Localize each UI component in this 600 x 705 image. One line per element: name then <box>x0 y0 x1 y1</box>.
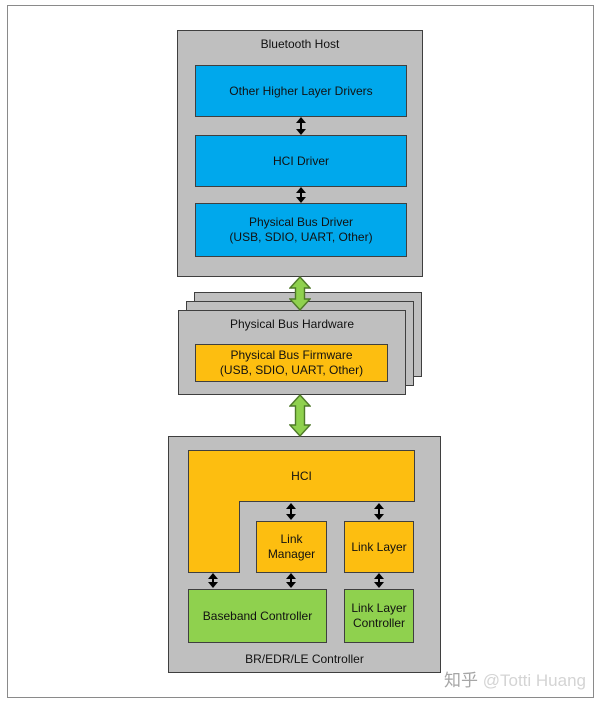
double-arrow-icon <box>374 503 384 520</box>
other-higher-layer-drivers-label: Other Higher Layer Drivers <box>229 83 373 98</box>
link-layer-controller-label: Link Layer Controller <box>351 601 407 630</box>
double-arrow-icon <box>286 573 296 588</box>
green-double-arrow-icon <box>289 394 311 437</box>
other-higher-layer-drivers-box: Other Higher Layer Drivers <box>195 65 407 117</box>
double-arrow-icon <box>296 187 306 203</box>
link-manager-label: Link Manager <box>267 532 316 561</box>
br-edr-le-controller-title: BR/EDR/LE Controller <box>245 652 364 666</box>
hci-driver-label: HCI Driver <box>273 153 329 168</box>
hci-label: HCI <box>291 469 312 483</box>
double-arrow-icon <box>286 503 296 520</box>
link-layer-controller-box: Link Layer Controller <box>344 589 414 643</box>
double-arrow-icon <box>208 573 218 588</box>
double-arrow-icon <box>296 117 306 135</box>
physical-bus-firmware-box: Physical Bus Firmware (USB, SDIO, UART, … <box>195 344 388 382</box>
link-manager-box: Link Manager <box>256 521 327 573</box>
watermark-handle: @Totti Huang <box>482 671 586 690</box>
watermark: 知乎 @Totti Huang <box>444 666 586 691</box>
bluetooth-host-title: Bluetooth Host <box>260 37 340 51</box>
link-layer-box: Link Layer <box>344 521 414 573</box>
double-arrow-icon <box>374 573 384 588</box>
physical-bus-hardware-title: Physical Bus Hardware <box>229 317 355 331</box>
hci-driver-box: HCI Driver <box>195 135 407 187</box>
physical-bus-firmware-label: Physical Bus Firmware (USB, SDIO, UART, … <box>219 348 364 377</box>
hci-block <box>188 450 415 573</box>
physical-bus-driver-label: Physical Bus Driver (USB, SDIO, UART, Ot… <box>229 215 373 244</box>
watermark-brand: 知乎 <box>444 671 478 690</box>
page-border <box>7 5 594 698</box>
baseband-controller-box: Baseband Controller <box>188 589 327 643</box>
link-layer-label: Link Layer <box>351 539 407 554</box>
physical-bus-driver-box: Physical Bus Driver (USB, SDIO, UART, Ot… <box>195 203 407 257</box>
green-double-arrow-icon <box>289 276 311 311</box>
baseband-controller-label: Baseband Controller <box>202 608 313 623</box>
